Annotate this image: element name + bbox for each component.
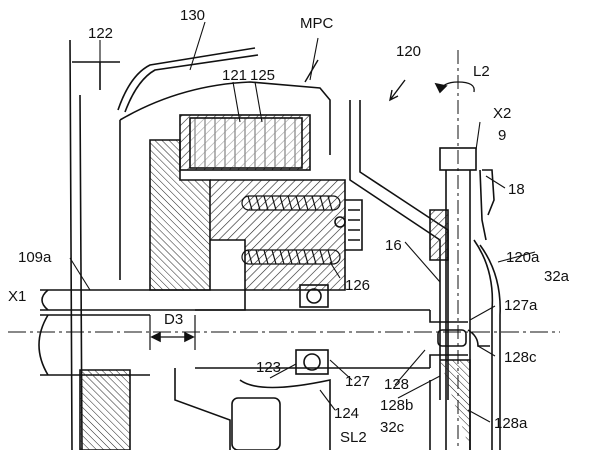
pump-housing-18 <box>482 169 495 216</box>
label-d3: D3 <box>164 311 183 328</box>
bearing-upper <box>299 284 329 308</box>
cover-120a <box>473 239 501 450</box>
label-x1: X1 <box>8 288 26 305</box>
label-mpc: MPC <box>300 15 334 32</box>
label-128a: 128a <box>494 415 528 432</box>
bolt-head <box>334 216 346 228</box>
clutch-plate-box <box>189 117 303 169</box>
label-128b: 128b <box>380 397 413 414</box>
spring-lower <box>241 249 341 265</box>
spring-upper <box>241 195 341 211</box>
label-127a: 127a <box>504 297 538 314</box>
clutch-outer <box>119 81 331 280</box>
drawing-lines <box>8 21 560 450</box>
shaft-groove <box>437 329 467 347</box>
rotation-arrowhead <box>434 82 448 94</box>
lower-housing-hatch <box>79 369 131 450</box>
d3-arrowhead-left <box>150 331 161 343</box>
label-124: 124 <box>334 405 359 422</box>
lower-housing <box>174 368 331 450</box>
input-shaft <box>40 289 246 311</box>
arrow-120 <box>389 79 406 102</box>
label-125: 125 <box>250 67 275 84</box>
housing-top-bracket <box>72 61 120 90</box>
lower-block <box>231 397 281 450</box>
label-x2: X2 <box>493 105 511 122</box>
bolt-9 <box>439 147 477 171</box>
label-32a: 32a <box>544 268 570 285</box>
label-sl2: SL2 <box>340 429 367 446</box>
leader-lines <box>69 21 536 423</box>
label-130: 130 <box>180 7 205 24</box>
label-120a: 120a <box>506 249 540 266</box>
label-l2: L2 <box>473 63 490 80</box>
bearing-lower <box>295 349 329 375</box>
label-123: 123 <box>256 359 281 376</box>
arrow-mpc <box>304 59 319 83</box>
housing-120-hatch <box>429 209 449 261</box>
housing-120 <box>349 100 449 400</box>
pump-lower <box>429 359 471 450</box>
label-9: 9 <box>498 127 506 144</box>
lower-shaft <box>40 314 150 376</box>
output-shaft <box>195 309 430 369</box>
d3-bracket <box>149 315 196 350</box>
label-109a: 109a <box>18 249 52 266</box>
label-122: 122 <box>88 25 113 42</box>
label-127: 127 <box>345 373 370 390</box>
output-shaft-step <box>429 310 468 368</box>
pipe-130 <box>117 47 259 113</box>
label-18: 18 <box>508 181 525 198</box>
label-32c: 32c <box>380 419 405 436</box>
label-128: 128 <box>384 376 409 393</box>
label-126: 126 <box>345 277 370 294</box>
label-121: 121 <box>222 67 247 84</box>
label-16: 16 <box>385 237 402 254</box>
d3-arrowhead-right <box>184 331 195 343</box>
lower-shaft-end <box>38 314 49 376</box>
label-128c: 128c <box>504 349 537 366</box>
label-120: 120 <box>396 43 421 60</box>
gear-128c <box>467 329 490 347</box>
shaft-end-curve <box>41 289 49 311</box>
bolt <box>345 199 363 251</box>
labels: 122 130 MPC 120 121 125 L2 X2 9 18 16 12… <box>8 7 570 446</box>
